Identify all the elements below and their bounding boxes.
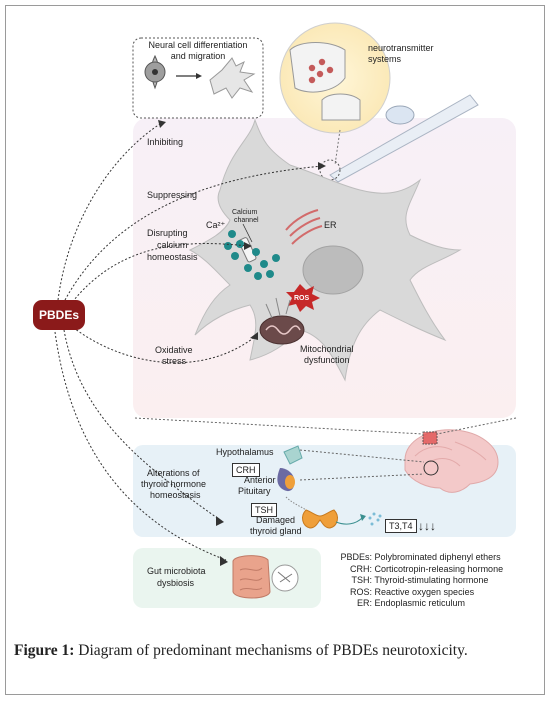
er-icon xyxy=(285,209,323,245)
effect-arrows xyxy=(54,123,323,561)
hormone-dots xyxy=(368,512,382,526)
anterior-label-1: Anterior xyxy=(244,475,276,485)
anterior-label-2: Pituitary xyxy=(238,486,271,496)
figure-caption: Figure 1: Diagram of predominant mechani… xyxy=(14,640,540,661)
thyroid-gland-icon xyxy=(302,509,338,529)
caption-label: Figure 1: xyxy=(14,642,75,659)
calcium-channel-pointer xyxy=(242,223,253,243)
calcium-channel-label-1: Calcium xyxy=(232,209,257,216)
inhibiting-label: Inhibiting xyxy=(147,137,183,147)
calcium-channel-label-2: channel xyxy=(234,217,259,224)
mature-neuron-icon xyxy=(209,57,256,99)
calcium-ions xyxy=(224,230,280,280)
mitochondrion-icon xyxy=(259,315,305,345)
t3t4-down-arrows: ↓↓↓ xyxy=(418,519,436,533)
axon-bulb xyxy=(385,105,415,125)
thyroid-alt-label-3: homeostasis xyxy=(150,490,201,500)
neurotransmitter-label-1: neurotransmitter xyxy=(368,43,434,53)
panel-connectors xyxy=(134,417,517,481)
neurotransmitter-label-2: systems xyxy=(368,54,402,64)
arrow-icon xyxy=(176,73,202,79)
mito-label-2: dysfunction xyxy=(304,355,350,365)
caption-text: Diagram of predominant mechanisms of PBD… xyxy=(74,642,468,659)
gut-panel xyxy=(133,548,321,608)
t3t4-label: T3,T4 xyxy=(385,519,417,533)
abbr-row: CRH: Corticotropin-releasing hormone xyxy=(350,563,504,574)
tsh-flow-arrow xyxy=(285,496,307,511)
gut-label-2: dysbiosis xyxy=(157,578,195,588)
neural-diff-label-2: and migration xyxy=(171,51,226,61)
nucleus xyxy=(302,245,364,295)
abbr-row: PBDEs: Polybrominated diphenyl ethers xyxy=(340,552,501,562)
oxidative-label-2: stress xyxy=(162,356,187,366)
hormone-flow-arrow xyxy=(335,517,363,525)
er-label: ER xyxy=(324,220,337,230)
crh-label: CRH xyxy=(232,463,260,477)
hypothalamus-icon xyxy=(283,445,303,465)
hypothalamus-label: Hypothalamus xyxy=(216,447,274,457)
tsh-label: TSH xyxy=(251,503,277,517)
abbr-row: ROS: Reactive oxygen species xyxy=(349,586,475,597)
ros-sparks xyxy=(265,297,291,319)
ros-burst-icon xyxy=(286,284,320,312)
presynaptic-terminal-icon xyxy=(289,42,361,121)
disrupting-label-3: homeostasis xyxy=(147,252,198,262)
thyroid-alt-label-1: Alterations of xyxy=(147,468,200,478)
gut-label-1: Gut microbiota xyxy=(147,566,206,576)
hormone-arrowhead xyxy=(360,514,366,521)
abbr-row: TSH: Thyroid-stimulating hormone xyxy=(351,575,489,585)
axon xyxy=(329,94,479,183)
damaged-label-1: Damaged xyxy=(256,515,295,525)
figure-frame xyxy=(5,5,545,695)
pbdes-hub: PBDEs xyxy=(33,300,85,330)
disrupting-label-2: calcium xyxy=(157,240,188,250)
intestine-icon xyxy=(232,555,299,599)
precursor-cell-icon xyxy=(144,54,166,90)
abbr-row: ER: Endoplasmic reticulum xyxy=(356,598,466,608)
neural-diff-label-1: Neural cell differentiation xyxy=(149,40,248,50)
damaged-label-2: thyroid gland xyxy=(250,526,302,536)
zoom-connector xyxy=(334,129,341,166)
mito-label-1: Mitochondrial xyxy=(300,344,354,354)
calcium-ion-label: Ca²⁺ xyxy=(206,220,226,230)
thyroid-alt-label-2: thyroid hormone xyxy=(141,479,206,489)
suppressing-label: Suppressing xyxy=(147,190,197,200)
arrowheads xyxy=(158,120,326,566)
abbreviation-legend: PBDEs: Polybrominated diphenyl ethers CR… xyxy=(330,552,503,610)
ros-label: ROS xyxy=(294,295,310,302)
oxidative-label-1: Oxidative xyxy=(155,345,193,355)
brain-icon xyxy=(404,429,499,493)
pituitary-icon xyxy=(277,468,295,492)
synapse-marker xyxy=(319,159,341,181)
disrupting-label-1: Disrupting xyxy=(147,228,188,238)
